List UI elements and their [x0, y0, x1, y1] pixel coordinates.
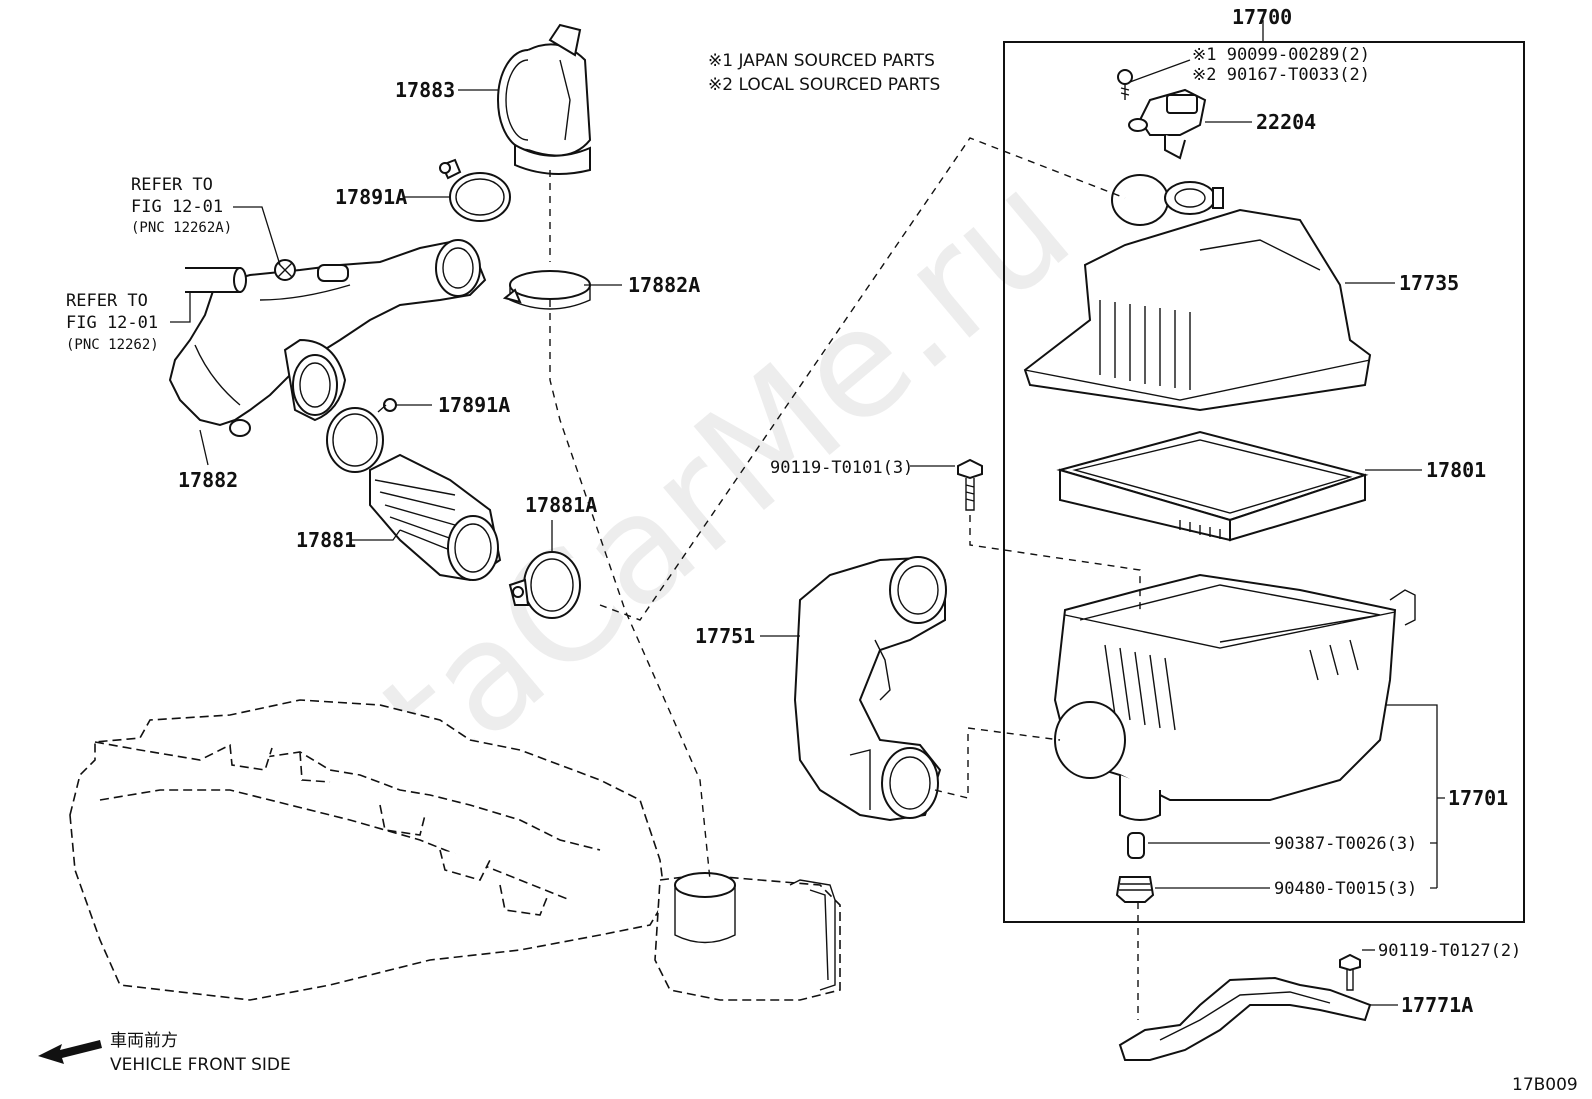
part-bolt-90119-t0127	[1339, 953, 1361, 991]
part-17883-flow-meter	[497, 23, 592, 175]
ref-b-line3: (PNC 12262)	[66, 337, 159, 353]
part-17891a-clamp-top	[439, 158, 511, 222]
part-bolt-90119-t0101	[957, 458, 983, 511]
part-bolt-90099	[1117, 69, 1133, 100]
part-17882-intake-pipe	[168, 239, 487, 437]
label-17771a: 17771A	[1401, 993, 1473, 1017]
label-17700: 17700	[1232, 5, 1292, 29]
leader-lines	[170, 20, 1445, 1006]
label-17881: 17881	[296, 528, 356, 552]
note-japan-sourced: ※1 JAPAN SOURCED PARTS	[708, 51, 935, 71]
ref-b-line2: FIG 12-01	[66, 313, 158, 333]
label-17882: 17882	[178, 468, 238, 492]
part-17771a-bracket	[1118, 976, 1372, 1061]
label-90119-t0101: 90119-T0101(3)	[770, 458, 913, 478]
ref-a-line1: REFER TO	[131, 175, 213, 195]
figure-code: 17B009	[1512, 1075, 1578, 1095]
assembly-17700-frame	[1003, 41, 1525, 923]
note-local-sourced: ※2 LOCAL SOURCED PARTS	[708, 75, 940, 95]
direction-label-en: VEHICLE FRONT SIDE	[110, 1055, 291, 1075]
part-17751-intake-duct	[793, 556, 947, 822]
label-17735: 17735	[1399, 271, 1459, 295]
part-17891a-clamp-mid	[326, 398, 397, 473]
direction-label-jp: 車両前方	[110, 1031, 178, 1051]
label-22204: 22204	[1256, 110, 1316, 134]
label-bolt-local: ※2 90167-T0033(2)	[1192, 65, 1370, 85]
ref-a-line3: (PNC 12262A)	[131, 220, 232, 236]
ref-b-line1: REFER TO	[66, 291, 148, 311]
label-17701: 17701	[1448, 786, 1508, 810]
part-90387-grommet	[1127, 832, 1145, 859]
part-17882a-clamp	[502, 270, 591, 310]
label-17891a-mid: 17891A	[438, 393, 510, 417]
part-17735-upper-case	[1023, 174, 1372, 412]
part-17881-bellows-hose	[369, 453, 502, 582]
part-22204-sensor	[1128, 88, 1207, 160]
label-17751: 17751	[695, 624, 755, 648]
label-17801: 17801	[1426, 458, 1486, 482]
label-90480: 90480-T0015(3)	[1274, 879, 1417, 899]
part-17801-filter-element	[1056, 430, 1369, 542]
engine-outline	[69, 699, 841, 1001]
label-17882a: 17882A	[628, 273, 700, 297]
label-90119-t0127: 90119-T0127(2)	[1378, 941, 1521, 961]
part-17701-lower-case	[1053, 573, 1416, 821]
label-bolt-japan: ※1 90099-00289(2)	[1192, 45, 1370, 65]
label-17881a: 17881A	[525, 493, 597, 517]
label-17883: 17883	[395, 78, 455, 102]
label-90387: 90387-T0026(3)	[1274, 834, 1417, 854]
dashed-guides	[549, 137, 1141, 1020]
front-direction-arrow-icon	[38, 1040, 102, 1064]
ref-a-line2: FIG 12-01	[131, 197, 223, 217]
part-90480-cushion	[1115, 876, 1155, 903]
label-17891a-top: 17891A	[335, 185, 407, 209]
